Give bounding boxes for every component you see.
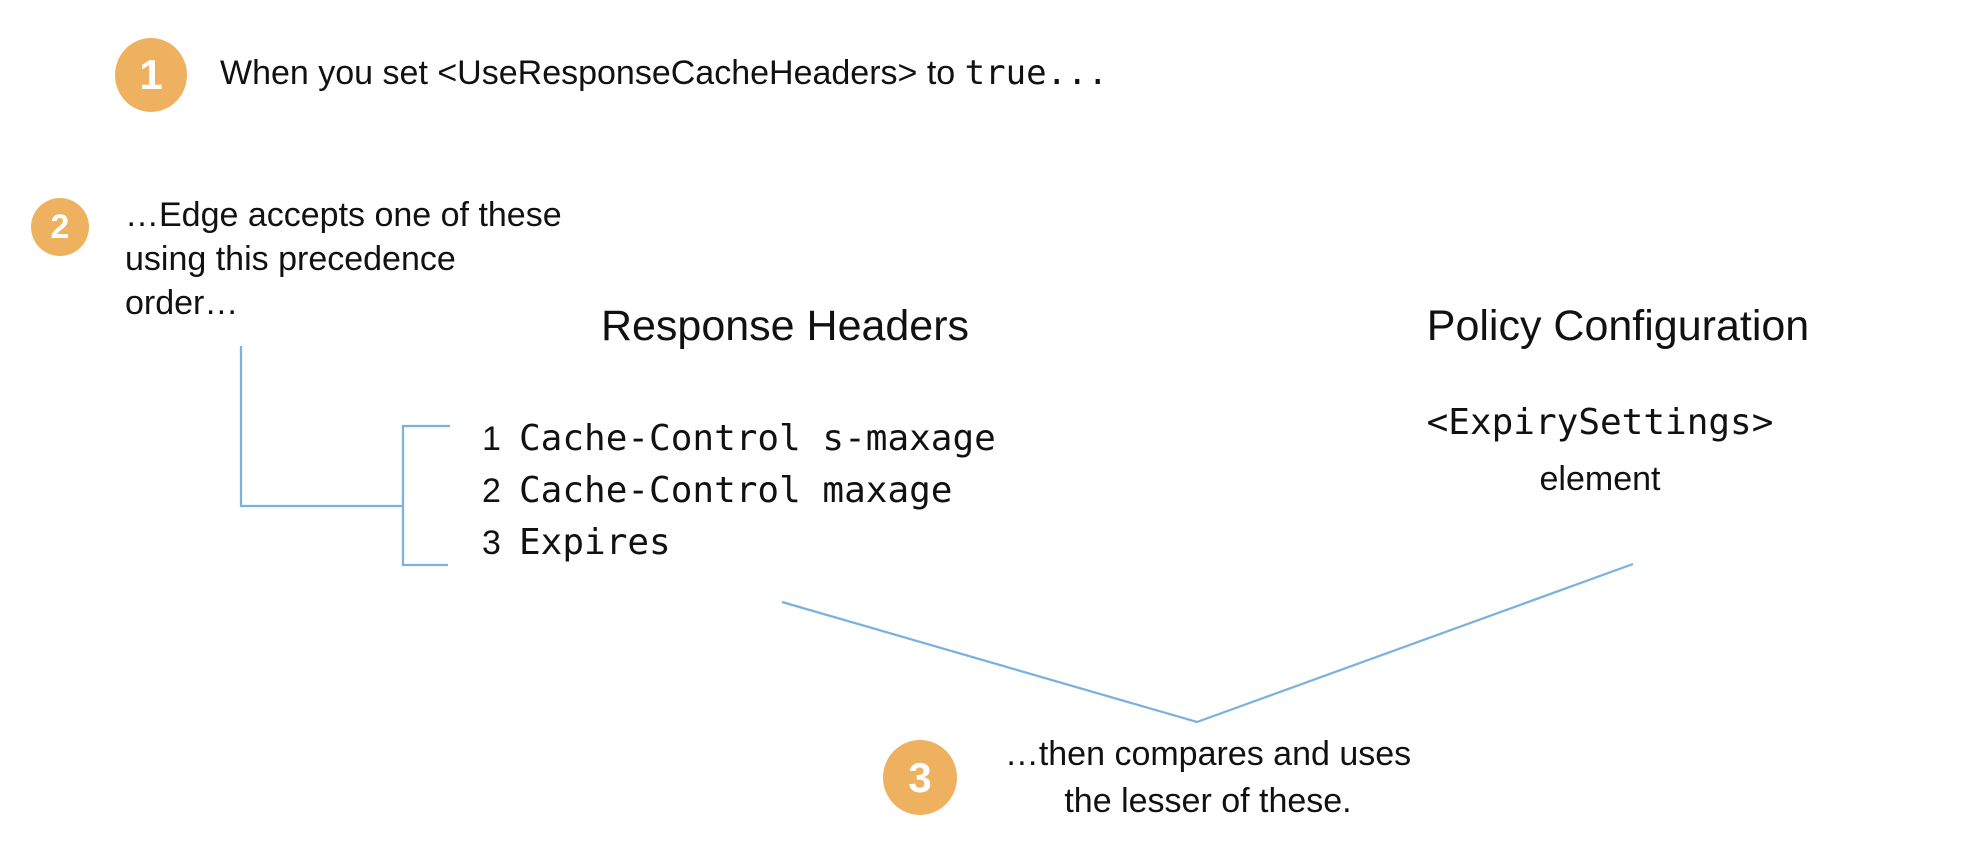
step-3-line-2: the lesser of these. (1064, 782, 1352, 820)
list-item: 2 Cache-Control maxage (482, 470, 996, 522)
step-1-badge: 1 (115, 38, 187, 112)
list-item-header-name: Cache-Control s-maxage (519, 418, 996, 459)
step-1-sentence: When you set <UseResponseCacheHeaders> t… (220, 54, 965, 92)
step-2-line-2: using this precedence (125, 240, 456, 278)
elbow-connector-from-step2 (239, 346, 402, 508)
list-item-rank: 3 (482, 524, 501, 562)
response-headers-list: 1 Cache-Control s-maxage 2 Cache-Control… (482, 418, 996, 574)
policy-configuration-heading: Policy Configuration (1426, 302, 1810, 350)
expiry-settings-label: element (1539, 460, 1661, 498)
compare-v-connector (781, 562, 1634, 724)
step-3-badge: 3 (883, 740, 957, 815)
precedence-bracket (401, 424, 450, 567)
list-item-rank: 2 (482, 472, 501, 510)
step-2-badge: 2 (31, 198, 89, 256)
step-1-number: 1 (139, 51, 163, 98)
step-2-text: …Edge accepts one of these using this pr… (125, 193, 562, 325)
step-2-line-3: order… (125, 284, 239, 322)
list-item-header-name: Expires (519, 522, 671, 563)
step-1-text: When you set <UseResponseCacheHeaders> t… (220, 51, 1108, 95)
step-3-text: …then compares and uses the lesser of th… (958, 731, 1458, 825)
step-2-line-1: …Edge accepts one of these (125, 196, 562, 234)
expiry-settings-element: <ExpirySettings> (1426, 402, 1774, 443)
step-3-line-1: …then compares and uses (1004, 735, 1412, 773)
step-2-number: 2 (50, 207, 70, 246)
list-item: 1 Cache-Control s-maxage (482, 418, 996, 470)
response-headers-heading: Response Headers (600, 302, 970, 350)
list-item: 3 Expires (482, 522, 996, 574)
list-item-header-name: Cache-Control maxage (519, 470, 953, 511)
list-item-rank: 1 (482, 420, 501, 458)
step-3-number: 3 (908, 753, 932, 801)
step-1-code-value: true... (964, 53, 1108, 93)
